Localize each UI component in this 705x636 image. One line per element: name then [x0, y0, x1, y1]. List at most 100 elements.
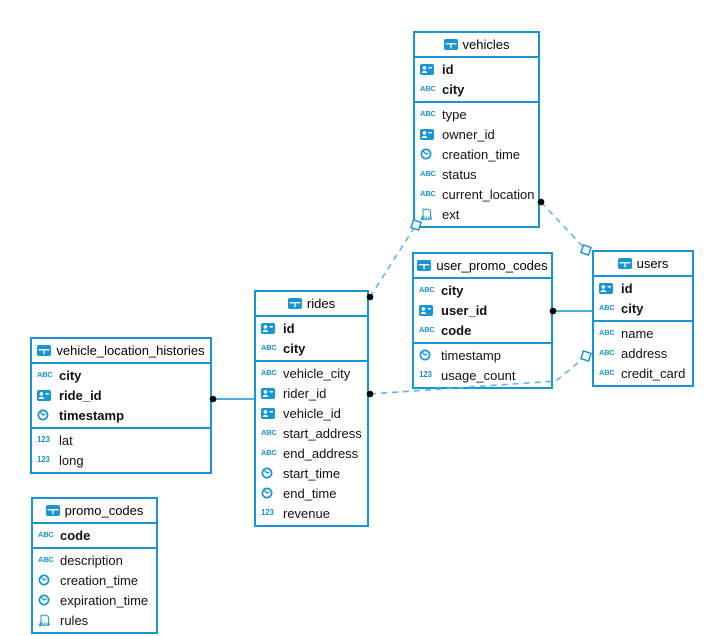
uuid-type-icon	[420, 63, 437, 75]
column-expiration-time[interactable]: expiration_time	[33, 590, 156, 610]
table-icon	[45, 505, 60, 516]
column-ext[interactable]: ext	[415, 204, 538, 224]
uuid-type-icon	[420, 128, 437, 140]
column-name: ride_id	[59, 387, 102, 403]
column-name: lat	[59, 432, 73, 448]
table-title: vehicles	[462, 37, 510, 52]
column-creation-time[interactable]: creation_time	[33, 570, 156, 590]
uuid-type-icon	[261, 387, 278, 399]
column-id[interactable]: id	[415, 59, 538, 79]
column-name: type	[442, 106, 467, 122]
column-rider-id[interactable]: rider_id	[256, 383, 367, 403]
column-city[interactable]: ABC city	[594, 298, 692, 318]
timestamp-type-icon	[38, 574, 55, 586]
json-type-icon	[38, 614, 55, 627]
column-rules[interactable]: rules	[33, 610, 156, 630]
timestamp-type-icon	[419, 349, 436, 361]
column-ride-id[interactable]: ride_id	[32, 385, 210, 405]
column-name: ext	[442, 206, 460, 222]
column-name: end_address	[283, 445, 359, 461]
column-vehicle-id[interactable]: vehicle_id	[256, 403, 367, 423]
column-name: vehicle_city	[283, 365, 351, 381]
table-header-vehicles[interactable]: vehicles	[415, 33, 538, 58]
table-icon	[287, 298, 302, 309]
column-name: rules	[60, 612, 89, 628]
column-timestamp[interactable]: timestamp	[32, 405, 210, 425]
column-name: city	[442, 81, 465, 97]
text-type-icon: ABC	[420, 189, 436, 199]
timestamp-type-icon	[261, 487, 278, 499]
table-title: users	[636, 256, 669, 271]
column-name: code	[60, 527, 91, 543]
table-title: user_promo_codes	[436, 258, 548, 273]
column-name: city	[59, 367, 82, 383]
text-type-icon: ABC	[599, 303, 615, 313]
text-type-icon: ABC	[419, 325, 435, 335]
text-type-icon: ABC	[261, 343, 277, 353]
table-icon	[417, 260, 432, 271]
column-name: city	[621, 300, 644, 316]
column-end-time[interactable]: end_time	[256, 483, 367, 503]
column-name: end_time	[283, 485, 337, 501]
timestamp-type-icon	[261, 467, 278, 479]
text-type-icon: ABC	[261, 368, 277, 378]
column-name: timestamp	[441, 347, 501, 363]
column-name: rider_id	[283, 385, 327, 401]
table-header-vehicle-location-histories[interactable]: vehicle_location_histories	[32, 339, 210, 364]
column-timestamp[interactable]: timestamp	[414, 345, 551, 365]
table-header-users[interactable]: users	[594, 252, 692, 277]
column-start-time[interactable]: start_time	[256, 463, 367, 483]
table-header-rides[interactable]: rides	[256, 292, 367, 317]
column-name: id	[283, 320, 295, 336]
column-id[interactable]: id	[594, 278, 692, 298]
column-name: user_id	[441, 302, 488, 318]
column-user-id[interactable]: user_id	[414, 300, 551, 320]
column-name: long	[59, 452, 84, 468]
column-owner-id[interactable]: owner_id	[415, 124, 538, 144]
column-id[interactable]: id	[256, 318, 367, 338]
column-name: city	[441, 282, 464, 298]
column-name: id	[442, 61, 454, 77]
table-header-promo-codes[interactable]: promo_codes	[33, 499, 156, 524]
column-vehicle-city[interactable]: ABC vehicle_city	[256, 363, 367, 383]
table-header-user-promo-codes[interactable]: user_promo_codes	[414, 254, 551, 279]
number-type-icon: 123	[261, 508, 274, 517]
uuid-type-icon	[261, 407, 278, 419]
timestamp-type-icon	[37, 409, 54, 421]
column-creation-time[interactable]: creation_time	[415, 144, 538, 164]
table-icon	[617, 258, 632, 269]
